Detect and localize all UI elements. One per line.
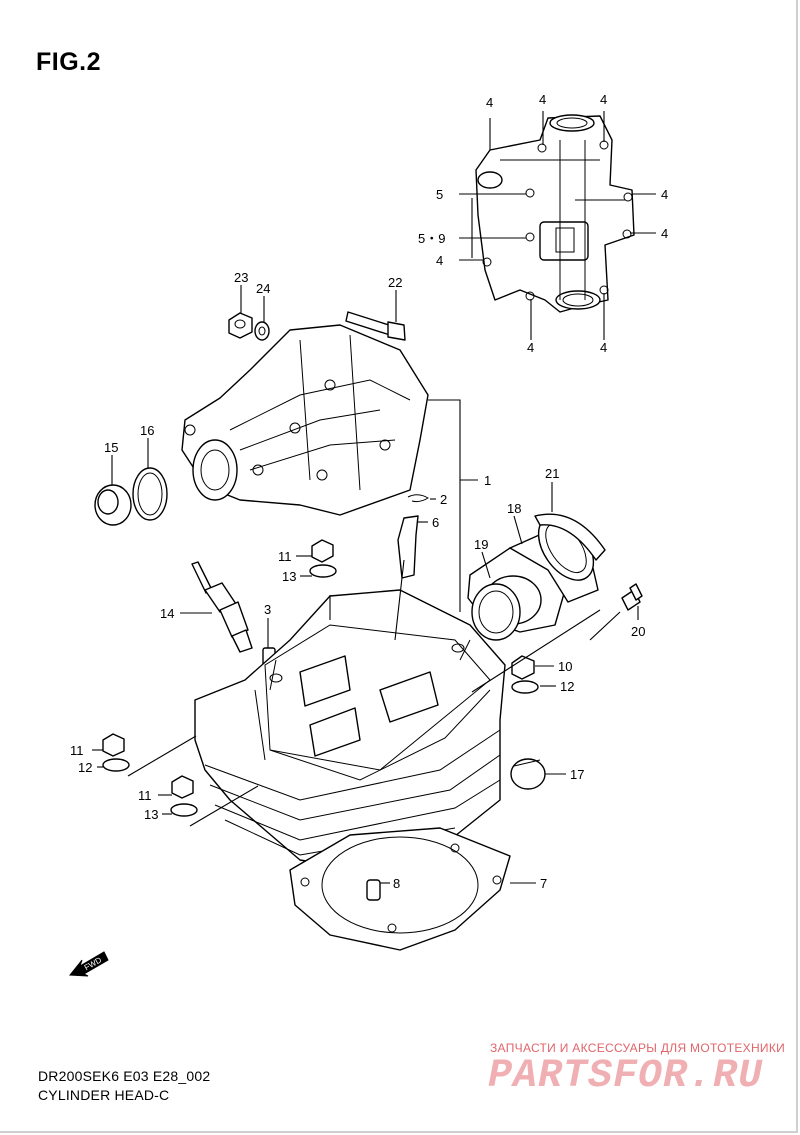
callout-12: 12	[78, 760, 92, 775]
plug-17	[510, 758, 546, 790]
spark-plug-14	[191, 561, 253, 653]
watermark-tagline: ЗАПЧАСТИ И АКСЕССУАРЫ ДЛЯ МОТОТЕХНИКИ	[490, 1041, 786, 1055]
callout-13: 13	[144, 807, 158, 822]
intake-pipe-assembly	[467, 513, 606, 641]
cylinder-head	[194, 589, 506, 871]
callout-4: 4	[486, 95, 493, 110]
callout-17: 17	[570, 767, 584, 782]
callout-3: 3	[264, 602, 271, 617]
callout-2: 2	[440, 492, 447, 507]
callout-4: 4	[539, 92, 546, 107]
callout-4: 4	[600, 92, 607, 107]
callout-1: 1	[484, 473, 491, 488]
callout-24: 24	[256, 281, 270, 296]
callout-13: 13	[282, 569, 296, 584]
callout-23: 23	[234, 270, 248, 285]
nut-11-lower	[170, 775, 198, 817]
bolt-22	[345, 311, 406, 341]
tensioner-guide-6	[397, 515, 419, 579]
callout-4: 4	[661, 187, 668, 202]
camshaft-housing	[181, 324, 429, 516]
callout-18: 18	[507, 501, 521, 516]
callout-labels: 4 4 4 5 5・9 4 4 4 4 4 23 24 22 15 16 1 2…	[70, 92, 668, 891]
nut-10	[511, 655, 539, 694]
nut-11-top	[309, 539, 337, 578]
dowel-pin-8	[366, 879, 381, 901]
callout-10: 10	[558, 659, 572, 674]
callout-15: 15	[104, 440, 118, 455]
callout-14: 14	[160, 606, 174, 621]
nut-11-left	[102, 733, 130, 772]
nut-23	[228, 312, 253, 339]
callout-5: 5	[436, 187, 443, 202]
callout-4: 4	[661, 226, 668, 241]
cylinder-head-cover-top-view	[475, 114, 635, 313]
screw-20	[621, 583, 643, 611]
callout-6: 6	[432, 515, 439, 530]
callout-11: 11	[278, 549, 292, 564]
model-code-label: DR200SEK6 E03 E28_002	[38, 1068, 211, 1084]
callout-8: 8	[393, 876, 400, 891]
cap-15	[94, 484, 132, 526]
callout-20: 20	[631, 624, 645, 639]
callout-11: 11	[138, 788, 152, 803]
callout-7: 7	[540, 876, 547, 891]
callout-11: 11	[70, 743, 84, 758]
callout-5-9: 5・9	[418, 231, 445, 246]
callout-16: 16	[140, 423, 154, 438]
o-ring-16	[132, 467, 168, 521]
fwd-arrow-icon: FWD	[69, 951, 109, 977]
callout-4: 4	[527, 340, 534, 355]
callout-22: 22	[388, 275, 402, 290]
callout-4: 4	[436, 253, 443, 268]
clip-2	[407, 494, 429, 503]
leader-lines	[92, 111, 656, 884]
callout-4: 4	[600, 340, 607, 355]
callout-19: 19	[474, 537, 488, 552]
watermark-logo: PARTSFOR.RU	[488, 1054, 764, 1099]
callout-21: 21	[545, 466, 559, 481]
cylinder-head-gasket-7	[289, 827, 511, 951]
callout-12: 12	[560, 679, 574, 694]
figure-title: FIG.2	[36, 48, 102, 76]
section-name-label: CYLINDER HEAD-C	[38, 1087, 170, 1103]
washer-24	[254, 321, 270, 341]
